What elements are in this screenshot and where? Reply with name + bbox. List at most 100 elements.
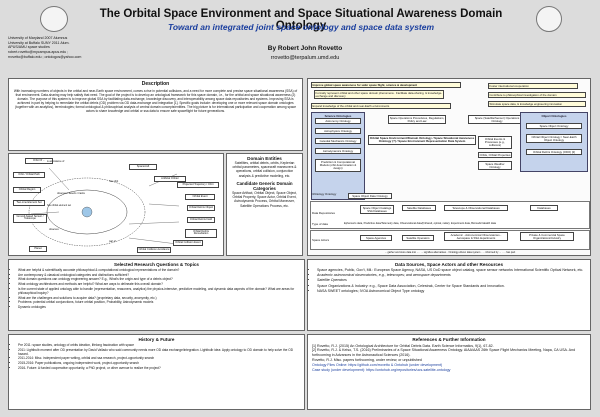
- history-item: 2015-2016: Paper publications, ongoing i…: [18, 361, 301, 365]
- types-label: Type of data: [312, 222, 328, 226]
- diagram-label: is an instance of: [47, 160, 65, 163]
- actor-4: Private & Commercial Space Organizations…: [520, 232, 574, 242]
- types-text: Ephemeris data, Predictive data/Telemetr…: [344, 222, 496, 225]
- core-ontology: Orbital Space Environment/Domain Ontolog…: [368, 135, 476, 145]
- question-item: What are helpful & scientifically accura…: [18, 268, 301, 272]
- purpose-right-1: Foster international cooperation: [488, 83, 578, 90]
- purpose-1: Improve global space awareness for safer…: [311, 82, 461, 89]
- orbit-diagram-panel: Orbit Of ... Orbit / Orbital Path Orbita…: [8, 153, 224, 256]
- diagram-label: has orbital element set: [47, 204, 72, 207]
- repo-1: Space Object Catalogs SSA Databases: [360, 205, 394, 215]
- history-item: 2011-2014: Misc. independent paper writi…: [18, 356, 301, 360]
- questions-title: Selected Research Questions & Topics: [114, 262, 199, 267]
- diagram-node-spacecraft: Spacecraft: [129, 164, 157, 170]
- description-panel: Description With increasing numbers of o…: [8, 78, 303, 151]
- diagram-node-orbit-of: Orbit Of ...: [25, 158, 53, 164]
- diagram-label: part of: [109, 240, 116, 243]
- question-item: What ontology architectures and methods …: [18, 282, 301, 286]
- repo-4: Databases: [530, 205, 558, 212]
- architecture-panel: Improve global space awareness for safer…: [307, 78, 591, 256]
- object-ontology-1: Space Object Ontology: [526, 123, 582, 130]
- question-item: What domain questions can ontology engin…: [18, 277, 301, 281]
- diagram-node-tle: Two-Line Element Set: [13, 200, 45, 206]
- science-ontologies-title: Science Ontologies: [324, 114, 352, 118]
- diagram-node-orbital-event: Orbital Event: [185, 194, 215, 200]
- affil-line: robert.rovetto@mycampus.apus.edu ;: [8, 50, 69, 55]
- questions-list: What are helpful & scientifically accura…: [12, 268, 301, 309]
- reference-item: Rovetto, R.J. Misc. papers forthcoming, …: [312, 358, 422, 363]
- diagram-node-debris-field: Orbital Debris Field: [187, 217, 215, 223]
- candidate-text: Space Artifact, Orbital Object, Space Ob…: [232, 190, 297, 208]
- domain-entities-panel: Domain Entities Satellites, orbital debr…: [226, 153, 303, 256]
- science-ontology-1: Astronomy Ontology: [315, 118, 361, 125]
- affil-line: rrovetto@buffalo.edu ; ontologos@yahoo.c…: [8, 54, 82, 59]
- author-name: By Robert John Rovetto: [267, 45, 343, 52]
- reference-link[interactable]: Ontology Files Online: https://github.co…: [312, 362, 443, 367]
- purpose-right-3: Stimulate space data, & knowledge engine…: [488, 101, 586, 108]
- purpose-2: Formally represent orbital and other spa…: [314, 90, 444, 100]
- science-ontology-5: Prediction & Computational Models (orbit…: [315, 159, 361, 172]
- repos-label: Data Repositories: [312, 211, 335, 215]
- diagram-node-sensor: Ground-based Sensor / Telescope: [13, 214, 47, 223]
- question-item: Dynamic ontologies: [18, 305, 301, 309]
- purpose-3: Expand knowledge of the orbital and near…: [311, 103, 451, 110]
- history-list: Pre 2011: space studies, ontology of orb…: [12, 343, 301, 370]
- diagram-node-orbital-path: Orbit / Orbital Path: [13, 172, 45, 178]
- repo-2: Satellite Databases: [402, 205, 436, 212]
- source-item: Space agencies, Public, Gov't, Mil.: Eur…: [317, 268, 587, 273]
- actors-label: Space Actors: [312, 238, 330, 242]
- diagram-node-planet: Planet: [29, 246, 47, 252]
- science-ontologies-group: Science Ontologies: [311, 112, 365, 200]
- diagram-node-orbital-region: Orbital Region: [13, 187, 41, 193]
- space-object-data-ontology: Space Object Data Ontology: [348, 193, 392, 200]
- ops-procedures: Space Operations Procedures, Regulations…: [388, 115, 446, 125]
- questions-panel: Selected Research Questions & Topics Wha…: [8, 259, 305, 331]
- reference-link[interactable]: Case study (under development): https://…: [312, 367, 451, 372]
- orbits-ontology: Orbits, Orbital Properties: [478, 152, 512, 159]
- space-weather-ontology: Space Weather Ontology: [478, 161, 512, 171]
- poster-subtitle: Toward an integrated joint space ontolog…: [167, 22, 435, 32]
- actor-1: Space Agencies: [360, 235, 392, 242]
- reference-item: [2] Rovetto, R.J. & Kelso, T.S. (2016) P…: [312, 348, 576, 358]
- diagram-node-debris-object: Orbital Debris Object: [187, 205, 215, 211]
- object-ontology-3: Orbital Debris Ontology (ODO) [2]: [526, 149, 582, 156]
- orbital-events-ontology: Orbital Events & Processes (e.g., collis…: [478, 136, 512, 149]
- diagram-node-artificial-orbiter: Artificial Orbiter: [154, 176, 186, 182]
- object-ontologies-title: Object Ontologies: [541, 114, 567, 118]
- science-ontology-2: Astrophysics Ontology: [315, 128, 361, 135]
- description-title: Description: [141, 81, 170, 87]
- history-panel: History & Future Pre 2011: space studies…: [8, 334, 305, 410]
- references-list: [1] Rovetto, R.J. (2015) An Ontological …: [312, 344, 586, 373]
- logo-left: [40, 6, 68, 32]
- description-text: With increasing numbers of objects in th…: [13, 88, 298, 113]
- orbitology-ontology: Orbitology Ontology: [311, 191, 337, 196]
- affil-line: APUS/AMU space studies: [8, 45, 50, 50]
- diagram-node-projected-trajectory: Projected Trajectory / Orbit: [177, 182, 219, 188]
- sources-list: Space agencies, Public, Gov't, Mil.: Eur…: [311, 268, 587, 293]
- affiliation-block: University of Maryland 2007 Alumnus Univ…: [8, 36, 118, 59]
- diagram-node-debris-remediation: Orbital Debris Remediation: [185, 229, 217, 238]
- diagram-label: observes / detects / tracks: [57, 192, 85, 195]
- candidate-title: Candidate Generic Domain Categories: [236, 180, 293, 191]
- source-item: NASA SWEET ontologies; IVOA Astronomical…: [317, 289, 587, 294]
- domain-entities-text: Satellites, orbital debris, orbits, Kepl…: [232, 161, 297, 178]
- source-item: Space Organizations & Industry: e.g., Sp…: [317, 284, 587, 289]
- affil-line: University at Buffalo SUNY 2011 Alum.: [8, 40, 70, 45]
- purpose-right-2: Contribute to philosophical investigatio…: [488, 92, 586, 99]
- domain-entities-title: Domain Entities: [247, 156, 282, 161]
- affil-line: University of Maryland 2007 Alumnus: [8, 36, 68, 40]
- history-item: 2016- Future: A funded cooperative oppor…: [18, 366, 301, 370]
- author-email: rrovetto@terpalum.umd.edu: [270, 55, 340, 61]
- sources-title: Data Sources, Space Actors and other Res…: [394, 262, 504, 267]
- diagram-label: has orbit: [109, 180, 119, 183]
- repo-3: Telescope & Observational Databases: [444, 205, 508, 212]
- science-ontology-4: Astrodynamics Ontology: [315, 148, 361, 155]
- question-item: Is the current state of applied ontology…: [18, 287, 301, 295]
- object-ontology-2: Orbital Object Ontology / Near-Earth Obj…: [526, 134, 582, 144]
- actor-2: Satellite Operators: [402, 235, 434, 242]
- question-item: Problems: potential orbital conjunctions…: [18, 300, 301, 304]
- references-title: References & Further Information: [412, 337, 486, 342]
- diagram-node-collision-avoidance: Orbital Collision Avoidance: [137, 247, 171, 253]
- sources-panel: Data Sources, Space Actors and other Res…: [307, 259, 591, 331]
- source-item: Academic astronomical observatories, e.g…: [317, 273, 587, 278]
